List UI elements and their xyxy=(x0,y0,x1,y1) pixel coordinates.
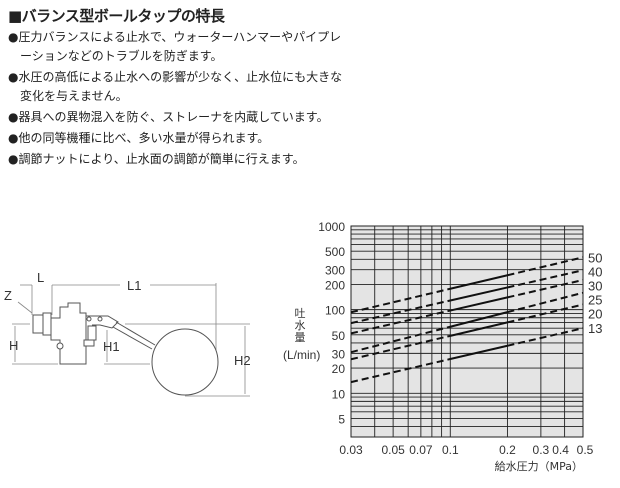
series-line-solid-13 xyxy=(450,344,508,361)
y-tick-label: 20 xyxy=(332,362,346,376)
series-line-dashed-40 xyxy=(350,299,451,325)
series-line-dashed-13 xyxy=(507,327,584,347)
series-line-solid-40 xyxy=(450,286,508,302)
y-tick-label: 100 xyxy=(325,304,345,318)
valve-body xyxy=(32,302,119,365)
x-axis-label: 給水圧力（MPa） xyxy=(495,459,583,473)
dim-label-h1: H1 xyxy=(103,339,120,354)
series-label: 13 xyxy=(588,321,602,336)
series-line-dashed-30 xyxy=(507,279,584,299)
series-line-solid-25 xyxy=(450,311,508,328)
float-ball xyxy=(151,328,219,396)
x-tick-label: 0.1 xyxy=(442,443,459,457)
feature-list: 圧力バランスによる止水で、ウォーターハンマーやパイプレーションなどのトラブルを防… xyxy=(8,28,350,171)
y-axis-label-char: 水 xyxy=(295,319,306,332)
series-line-solid-30 xyxy=(450,296,508,312)
y-tick-label: 1000 xyxy=(318,220,345,234)
feature-item: 調節ナットにより、止水面の調節が簡単に行えます。 xyxy=(8,150,350,169)
feature-item: 水圧の高低による止水への影響が少なく、止水位にも大きな変化を与えません。 xyxy=(8,68,350,106)
float-arm xyxy=(112,321,156,350)
x-tick-label: 0.07 xyxy=(409,443,433,457)
series-line-dashed-25 xyxy=(350,325,451,354)
x-tick-label: 0.3 xyxy=(533,443,550,457)
series-label: 20 xyxy=(588,306,602,321)
x-tick-label: 0.03 xyxy=(339,443,363,457)
series-line-dashed-50 xyxy=(350,287,451,314)
y-tick-label: 5 xyxy=(338,412,345,426)
dim-label-h: H xyxy=(9,338,18,353)
ball-tap-diagram: Z L L1 H H1 H2 xyxy=(4,270,251,397)
dim-label-h2: H2 xyxy=(234,353,251,368)
series-line-solid-50 xyxy=(450,274,508,290)
series-line-dashed-13 xyxy=(350,358,451,384)
series-line-solid-20 xyxy=(450,321,508,337)
section-title: ■バランス型ボールタップの特長 xyxy=(8,7,225,25)
series-line-dashed-30 xyxy=(350,309,451,335)
y-tick-label: 50 xyxy=(332,329,346,343)
series-label: 40 xyxy=(588,264,602,279)
y-axis-label-char: 量 xyxy=(295,331,306,344)
x-tick-label: 0.05 xyxy=(381,443,405,457)
y-tick-label: 10 xyxy=(332,387,346,401)
y-axis-label-char: 吐 xyxy=(295,307,306,320)
x-tick-label: 0.4 xyxy=(552,443,569,457)
series-line-dashed-25 xyxy=(507,291,584,314)
series-line-dashed-20 xyxy=(507,303,584,324)
series-label: 30 xyxy=(588,278,602,293)
x-tick-label: 0.2 xyxy=(499,443,516,457)
feature-item: 器具への異物混入を防ぐ、ストレーナを内蔵しています。 xyxy=(8,108,350,127)
dim-label-l1: L1 xyxy=(127,278,141,293)
feature-item: 圧力バランスによる止水で、ウォーターハンマーやパイプレーションなどのトラブルを防… xyxy=(8,28,350,66)
series-line-dashed-20 xyxy=(350,334,451,361)
x-tick-label: 0.5 xyxy=(577,443,594,457)
y-tick-label: 300 xyxy=(325,264,345,278)
plot-area xyxy=(350,225,584,438)
dim-label-l: L xyxy=(37,270,44,285)
series-line-dashed-50 xyxy=(507,256,584,277)
y-axis-unit: (L/min) xyxy=(283,348,320,362)
feature-item: 他の同等機種に比べ、多い水量が得られます。 xyxy=(8,129,350,148)
series-label: 25 xyxy=(588,292,602,307)
dimension-lines xyxy=(12,283,250,397)
series-label: 50 xyxy=(588,250,602,265)
y-tick-label: 200 xyxy=(325,278,345,292)
y-tick-label: 500 xyxy=(325,245,345,259)
y-tick-label: 30 xyxy=(332,347,346,361)
series-line-dashed-40 xyxy=(507,269,584,289)
dim-label-z: Z xyxy=(4,288,12,303)
